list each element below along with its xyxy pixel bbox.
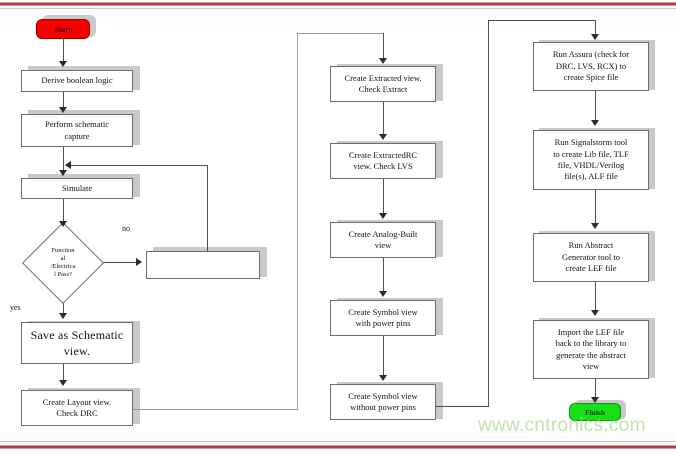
edge-extracted-to-extractedrc xyxy=(383,102,384,137)
arrow-abstract-to-import xyxy=(591,310,599,316)
start-label: Start xyxy=(54,24,72,34)
edge-symbol-with-to-without xyxy=(383,336,384,378)
finish-terminator[interactable]: Finish xyxy=(569,403,621,421)
edge-import-to-finish xyxy=(595,379,596,401)
start-terminator[interactable]: Start xyxy=(36,19,90,39)
edge-label-yes: yes xyxy=(10,303,21,312)
node-create-analog-built-view[interactable]: Create Analog-Built view xyxy=(330,222,436,258)
arrow-save-to-layout xyxy=(59,380,67,386)
arrow-import-to-finish xyxy=(591,397,599,403)
arrow-analog-to-symbol-with xyxy=(379,291,387,297)
decision-functional-electrical-pass[interactable]: Function al /Electrica l Pass? xyxy=(21,221,105,305)
node-create-symbol-view-without-power-pins[interactable]: Create Symbol view without power pins xyxy=(330,384,436,420)
node-derive-boolean-logic[interactable]: Derive boolean logic xyxy=(21,70,133,92)
node-create-extracted-view[interactable]: Create Extracted view. Check Extract xyxy=(330,66,436,102)
node-label: Create Extracted view. Check Extract xyxy=(344,72,422,94)
arrow-extractedrc-to-analog xyxy=(379,213,387,219)
node-simulate[interactable]: Simulate xyxy=(21,178,133,199)
arrow-into-run-assura xyxy=(591,34,599,40)
edge-modify-feedback-vertical xyxy=(207,165,208,251)
arrow-assura-to-signalstorm xyxy=(591,120,599,126)
node-save-as-schematic-view[interactable]: Save as Schematic view. xyxy=(21,322,133,364)
node-create-extractedrc-view[interactable]: Create ExtractedRC view. Check LVS xyxy=(330,143,436,179)
edge-assura-to-signalstorm xyxy=(595,91,596,123)
finish-label: Finish xyxy=(584,407,605,417)
arrow-signalstorm-to-abstract xyxy=(591,223,599,229)
arrow-symbol-with-to-without xyxy=(379,375,387,381)
node-label: Create Layout view. Check DRC xyxy=(42,396,112,418)
edge-right-entry-drop xyxy=(595,20,596,39)
node-label: Create ExtractedRC view. Check LVS xyxy=(348,149,418,171)
node-create-layout-view[interactable]: Create Layout view. Check DRC xyxy=(21,390,133,426)
node-label: Run Assura (check for DRC, LVS, RCX) to … xyxy=(552,49,630,83)
node-label: Save as Schematic view. xyxy=(30,327,124,358)
node-run-assura[interactable]: Run Assura (check for DRC, LVS, RCX) to … xyxy=(533,42,649,91)
edge-extractedrc-to-analog xyxy=(383,179,384,216)
arrow-decision-no xyxy=(136,258,142,266)
edge-label-no: no xyxy=(122,224,130,233)
arrow-extracted-to-extractedrc xyxy=(379,134,387,140)
node-label: Simulate xyxy=(61,182,93,193)
top-rule-hairline xyxy=(0,8,676,9)
edge-layout-to-middle-v xyxy=(297,33,298,410)
node-run-signalstorm[interactable]: Run Signalstorm tool to create Lib file,… xyxy=(533,130,649,190)
node-perform-schematic-capture[interactable]: Perform schematic capture xyxy=(21,114,133,147)
edge-simulate-to-decision xyxy=(63,199,64,227)
edge-decision-no xyxy=(92,262,138,263)
arrow-simulate-to-decision xyxy=(59,221,67,227)
node-label: Run Signalstorm tool to create Lib file,… xyxy=(553,137,629,182)
node-create-symbol-view-with-power-pins[interactable]: Create Symbol view with power pins xyxy=(330,300,436,336)
node-run-abstract-generator[interactable]: Run Abstract Generator tool to create LE… xyxy=(533,233,649,282)
edge-signalstorm-to-abstract xyxy=(595,190,596,226)
edge-abstract-to-import xyxy=(595,282,596,313)
node-modify-transistor-sizes[interactable] xyxy=(146,251,260,279)
node-import-lef-file[interactable]: Import the LEF file back to the library … xyxy=(533,320,649,379)
bottom-rule-hairline xyxy=(0,441,676,442)
edge-capture-to-simulate xyxy=(63,147,64,173)
edge-decision-yes xyxy=(63,292,64,318)
node-label: Run Abstract Generator tool to create LE… xyxy=(561,240,621,274)
arrow-decision-yes xyxy=(59,313,67,319)
arrow-capture-to-simulate xyxy=(59,170,67,176)
top-rule xyxy=(0,2,676,6)
edge-save-to-layout xyxy=(63,364,64,384)
decision-label: Function al /Electrica l Pass? xyxy=(50,246,76,279)
node-label: Perform schematic capture xyxy=(45,119,109,141)
edge-middle-entry-drop xyxy=(383,33,384,61)
edge-middle-to-right-h2 xyxy=(488,20,596,21)
node-label: Derive boolean logic xyxy=(41,75,113,86)
edge-derive-to-capture xyxy=(63,92,64,110)
edge-middle-to-right-h1 xyxy=(436,406,489,407)
arrow-modify-feedback xyxy=(65,161,71,169)
node-label: Import the LEF file back to the library … xyxy=(555,326,627,371)
bottom-rule xyxy=(0,445,676,449)
node-label: Create Symbol view with power pins xyxy=(348,306,418,328)
arrow-derive-to-capture xyxy=(59,107,67,113)
edge-middle-to-right-v xyxy=(488,20,489,407)
node-label: Create Analog-Built view xyxy=(348,228,418,250)
edge-modify-feedback-horizontal xyxy=(70,165,208,166)
edge-analog-to-symbol-with xyxy=(383,258,384,294)
watermark: www.cntronics.com xyxy=(478,415,646,436)
edge-start-to-derive xyxy=(63,39,64,64)
arrow-into-create-extracted-view xyxy=(379,58,387,64)
edge-layout-to-middle-h1 xyxy=(133,409,298,410)
node-label: Create Symbol view without power pins xyxy=(348,390,418,412)
arrow-start-to-derive xyxy=(59,61,67,67)
edge-layout-to-middle-h2 xyxy=(297,33,384,34)
